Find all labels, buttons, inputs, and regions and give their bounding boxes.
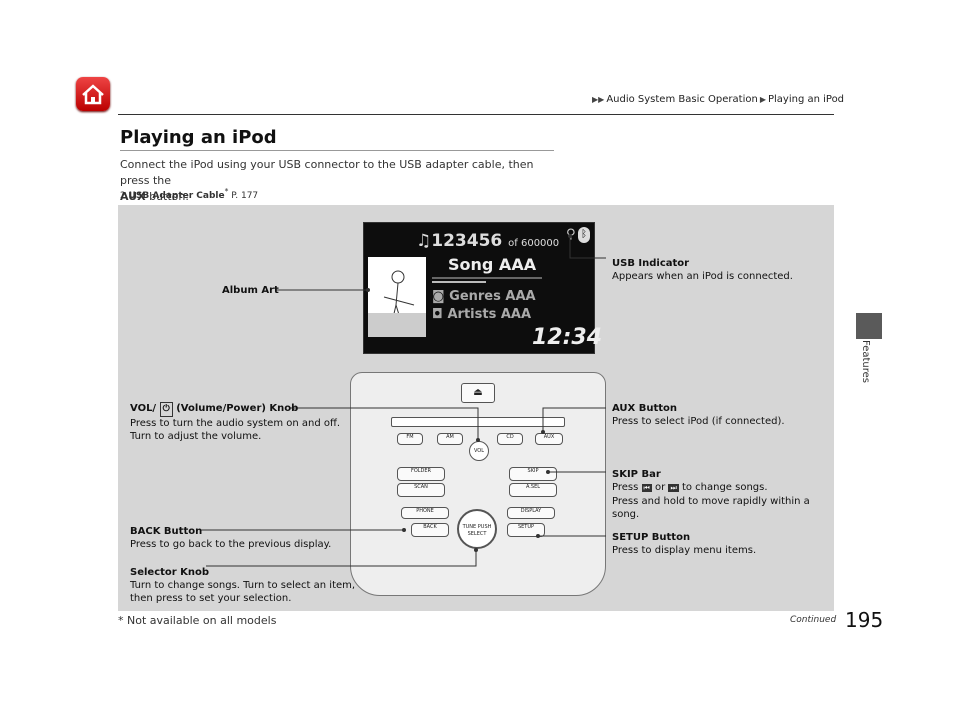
page-number: 195 bbox=[845, 608, 884, 632]
home-button[interactable] bbox=[76, 77, 110, 111]
setup-button-label: SETUP Button Press to display menu items… bbox=[612, 532, 757, 556]
skip-bar[interactable]: SKIP bbox=[509, 467, 557, 481]
cross-reference-link[interactable]: 2 USB Adapter Cable* P. 177 bbox=[120, 187, 259, 201]
song-title: Song AAA bbox=[448, 255, 537, 274]
breadcrumb: ▶▶Audio System Basic Operation▶Playing a… bbox=[592, 94, 845, 105]
back-button-label: BACK Button Press to go back to the prev… bbox=[130, 526, 332, 550]
page-title: Playing an iPod bbox=[120, 127, 277, 148]
folder-bar[interactable]: FOLDER bbox=[397, 467, 445, 481]
album-art-image bbox=[368, 257, 426, 337]
setup-button[interactable]: SETUP bbox=[507, 523, 545, 537]
bluetooth-icon: ᛒ bbox=[578, 227, 590, 243]
power-icon: ⏻ bbox=[159, 402, 173, 417]
album-art-label: Album Art bbox=[222, 285, 279, 296]
artist-icon: ◘ bbox=[432, 307, 443, 322]
back-button[interactable]: BACK bbox=[411, 523, 449, 537]
audio-display: ♫123456 of 600000 Song AAA ◙ Genres AAA … bbox=[363, 222, 602, 354]
section-tab-label: Features bbox=[860, 340, 871, 383]
progress-bar bbox=[432, 277, 542, 279]
selector-knob-label: Selector Knob Turn to change songs. Turn… bbox=[130, 567, 356, 604]
usb-indicator-label: USB Indicator Appears when an iPod is co… bbox=[612, 258, 793, 282]
asel-button[interactable]: A.SEL bbox=[509, 483, 557, 497]
intro-text: Connect the iPod using your USB connecto… bbox=[120, 158, 534, 203]
vol-power-knob[interactable]: VOL bbox=[469, 441, 489, 461]
clock: 12:34 bbox=[532, 325, 603, 350]
aux-button[interactable]: AUX bbox=[535, 433, 563, 445]
vol-knob-label: VOL/ ⏻ (Volume/Power) Knob Press to turn… bbox=[130, 402, 341, 442]
music-note-icon: ♫ bbox=[416, 231, 432, 251]
phone-button[interactable]: PHONE bbox=[401, 507, 449, 519]
breadcrumb-part-2[interactable]: Playing an iPod bbox=[767, 94, 845, 105]
track-number: ♫123456 of 600000 bbox=[416, 231, 560, 251]
artist-line: ◘ Artists AAA bbox=[432, 307, 532, 322]
fm-button[interactable]: FM bbox=[397, 433, 423, 445]
header-rule bbox=[118, 114, 834, 115]
scan-button[interactable]: SCAN bbox=[397, 483, 445, 497]
xref-arrow-icon: 2 bbox=[120, 191, 126, 201]
eject-icon: ⏏ bbox=[473, 387, 483, 398]
footnote: * Not available on all models bbox=[118, 614, 277, 627]
title-rule bbox=[120, 150, 554, 151]
progress-fill bbox=[432, 281, 486, 283]
selector-knob[interactable]: TUNE PUSH SELECT bbox=[457, 509, 497, 549]
home-icon bbox=[82, 84, 104, 105]
aux-button-label: AUX Button Press to select iPod (if conn… bbox=[612, 403, 785, 427]
breadcrumb-part-1[interactable]: Audio System Basic Operation bbox=[606, 94, 758, 105]
genre-icon: ◙ bbox=[432, 289, 445, 304]
continued-label: Continued bbox=[790, 615, 837, 625]
skip-back-icon: ⏮ bbox=[641, 484, 652, 492]
cd-button[interactable]: CD bbox=[497, 433, 523, 445]
am-button[interactable]: AM bbox=[437, 433, 463, 445]
skip-bar-label: SKIP Bar Press ⏮ or ⏭ to change songs. P… bbox=[612, 469, 810, 520]
eject-button[interactable]: ⏏ bbox=[461, 383, 495, 403]
genre-line: ◙ Genres AAA bbox=[432, 289, 536, 304]
skip-forward-icon: ⏭ bbox=[668, 484, 679, 492]
display-button[interactable]: DISPLAY bbox=[507, 507, 555, 519]
section-tab[interactable] bbox=[856, 313, 882, 339]
